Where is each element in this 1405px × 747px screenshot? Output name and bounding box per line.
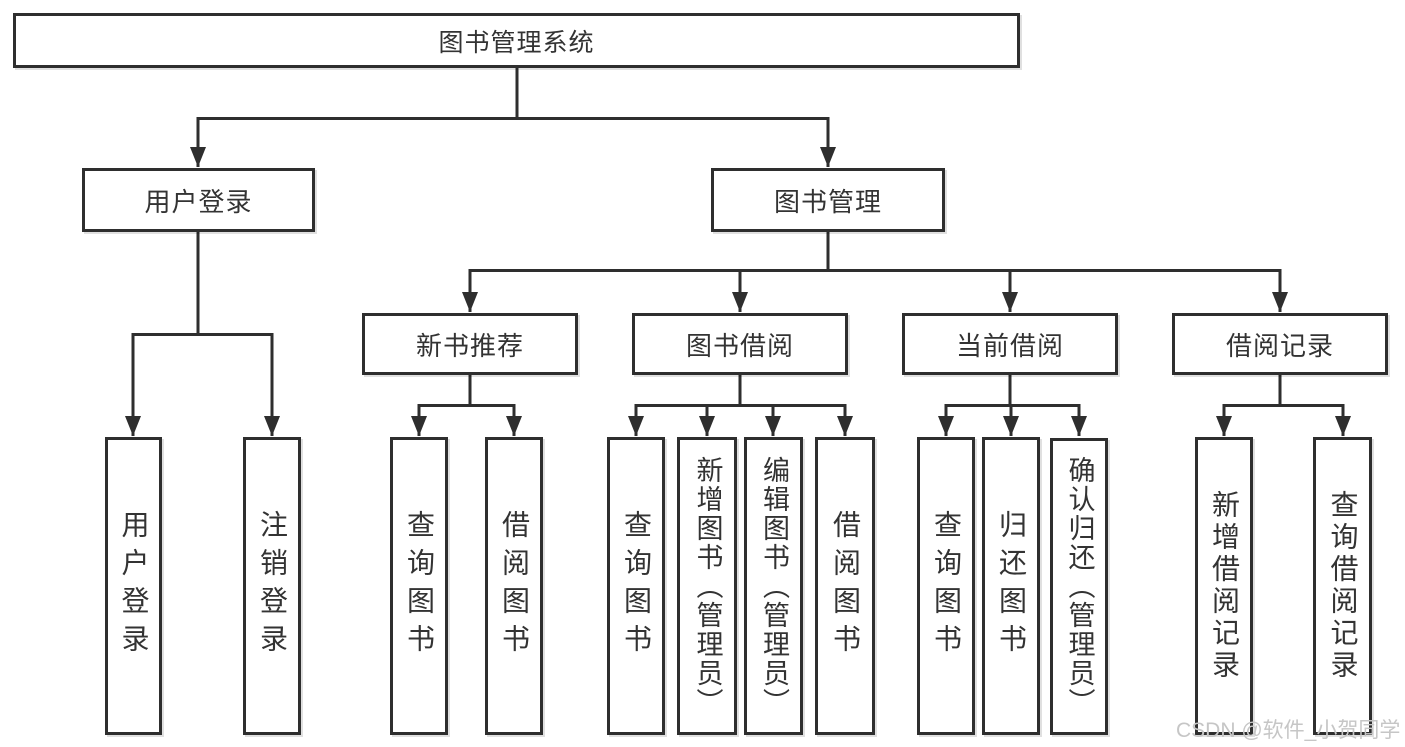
leaf-confirm-return-admin-label: 确认归还（管理员） <box>1064 456 1095 717</box>
leaf-borrow-book-borrowing: 借阅图书 <box>815 437 875 735</box>
node-root: 图书管理系统 <box>13 13 1020 68</box>
node-user-login: 用户登录 <box>82 168 315 232</box>
leaf-query-books-borrowing-label: 查询图书 <box>621 510 652 662</box>
leaf-add-book-admin-label: 新增图书（管理员） <box>692 455 723 717</box>
leaf-user-login: 用户登录 <box>105 437 162 735</box>
leaf-logout: 注销登录 <box>243 437 301 735</box>
leaf-add-book-admin: 新增图书（管理员） <box>677 437 737 735</box>
leaf-return-book-label: 归还图书 <box>996 510 1027 662</box>
leaf-query-books-recommend: 查询图书 <box>390 437 448 735</box>
node-book-management: 图书管理 <box>711 168 945 232</box>
node-new-book-recommend: 新书推荐 <box>362 313 578 375</box>
leaf-query-books-current: 查询图书 <box>917 437 975 735</box>
watermark: CSDN @软件_小贺同学 <box>1176 719 1401 742</box>
leaf-query-borrow-record-label: 查询借阅记录 <box>1327 490 1359 682</box>
leaf-edit-book-admin-label: 编辑图书（管理员） <box>759 455 789 717</box>
leaf-query-books-recommend-label: 查询图书 <box>404 510 435 662</box>
node-current-borrowing: 当前借阅 <box>902 313 1118 375</box>
leaf-borrow-book-recommend: 借阅图书 <box>485 437 543 735</box>
node-book-borrowing: 图书借阅 <box>632 313 848 375</box>
node-borrow-records: 借阅记录 <box>1172 313 1388 375</box>
leaf-borrow-book-borrowing-label: 借阅图书 <box>830 510 861 662</box>
leaf-query-books-current-label: 查询图书 <box>931 510 962 662</box>
leaf-query-borrow-record: 查询借阅记录 <box>1313 437 1372 735</box>
leaf-borrow-book-recommend-label: 借阅图书 <box>499 510 530 662</box>
leaf-user-login-label: 用户登录 <box>118 510 150 662</box>
leaf-confirm-return-admin: 确认归还（管理员） <box>1050 438 1108 735</box>
leaf-edit-book-admin: 编辑图书（管理员） <box>744 437 803 735</box>
leaf-query-books-borrowing: 查询图书 <box>607 437 665 735</box>
leaf-add-borrow-record-label: 新增借阅记录 <box>1209 490 1240 682</box>
leaf-add-borrow-record: 新增借阅记录 <box>1195 437 1253 735</box>
leaf-logout-label: 注销登录 <box>257 510 288 662</box>
leaf-return-book: 归还图书 <box>982 437 1040 735</box>
